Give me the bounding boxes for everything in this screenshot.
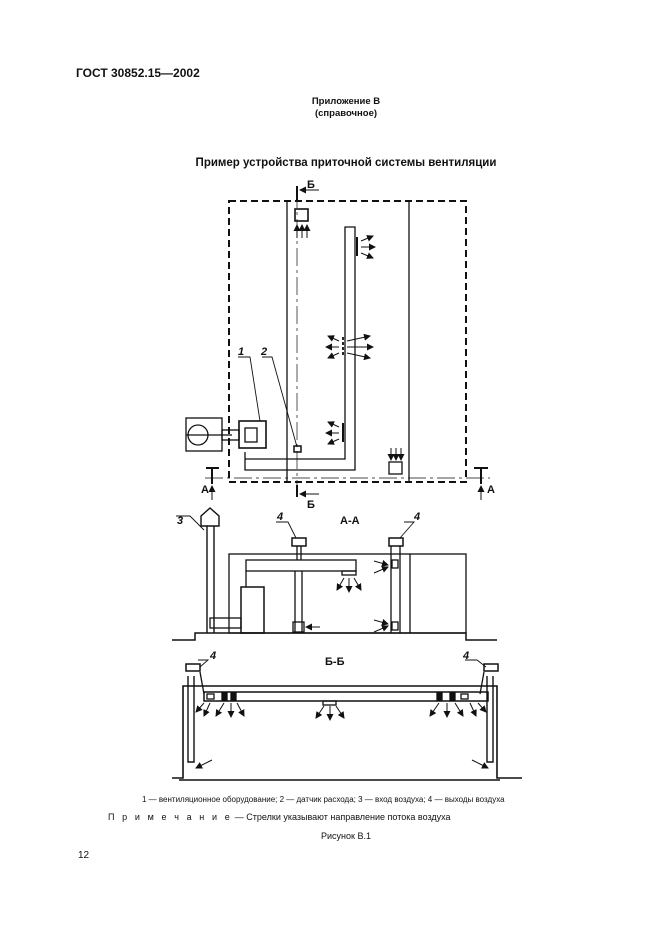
annex-type: (справочное) [314,108,378,119]
label-section-aa: А-А [340,515,360,527]
inlet-box-bottom [388,461,403,475]
duct-section-bb [203,691,489,702]
section-bb [172,659,522,781]
page-number: 12 [78,850,90,861]
label-4-bb-right: 4 [462,650,469,662]
annex-name: Приложение В [311,96,381,107]
duct-section-aa [245,559,357,572]
air-inlet-stack [200,507,220,527]
standard-header: ГОСТ 30852.15—2002 [76,66,200,80]
room-section-aa [228,553,467,634]
label-section-bb: Б-Б [325,656,345,668]
label-4-aa-right: 4 [413,511,420,523]
label-b-top: Б [307,179,315,191]
note-label: П р и м е ч а н и е [108,812,233,822]
label-a-right: А [487,484,495,496]
room-outline [228,200,467,483]
ventilation-unit [238,420,267,449]
label-4-aa-left: 4 [276,511,283,523]
note-text: — Стрелки указывают направление потока в… [232,812,451,822]
inlet-box-top [294,208,309,222]
label-a-left: А [201,484,209,496]
label-b-bottom: Б [307,499,315,511]
label-1: 1 [238,346,244,358]
figure-caption: Рисунок В.1 [321,831,371,841]
label-3: 3 [177,515,183,527]
duct-plan [244,226,356,471]
label-2: 2 [260,346,267,358]
unit-section-aa [240,586,265,634]
label-4-bb-left: 4 [209,650,216,662]
ground-line-aa [172,632,497,641]
figure-note: П р и м е ч а н и е — Стрелки указывают … [108,812,451,822]
flow-sensor [293,445,302,453]
figure-title: Пример устройства приточной системы вент… [195,157,497,169]
section-aa [172,507,497,641]
room-section-bb [172,685,522,779]
plan-view [185,186,490,497]
figure-legend: 1 — вентиляционное оборудование; 2 — дат… [142,795,505,804]
